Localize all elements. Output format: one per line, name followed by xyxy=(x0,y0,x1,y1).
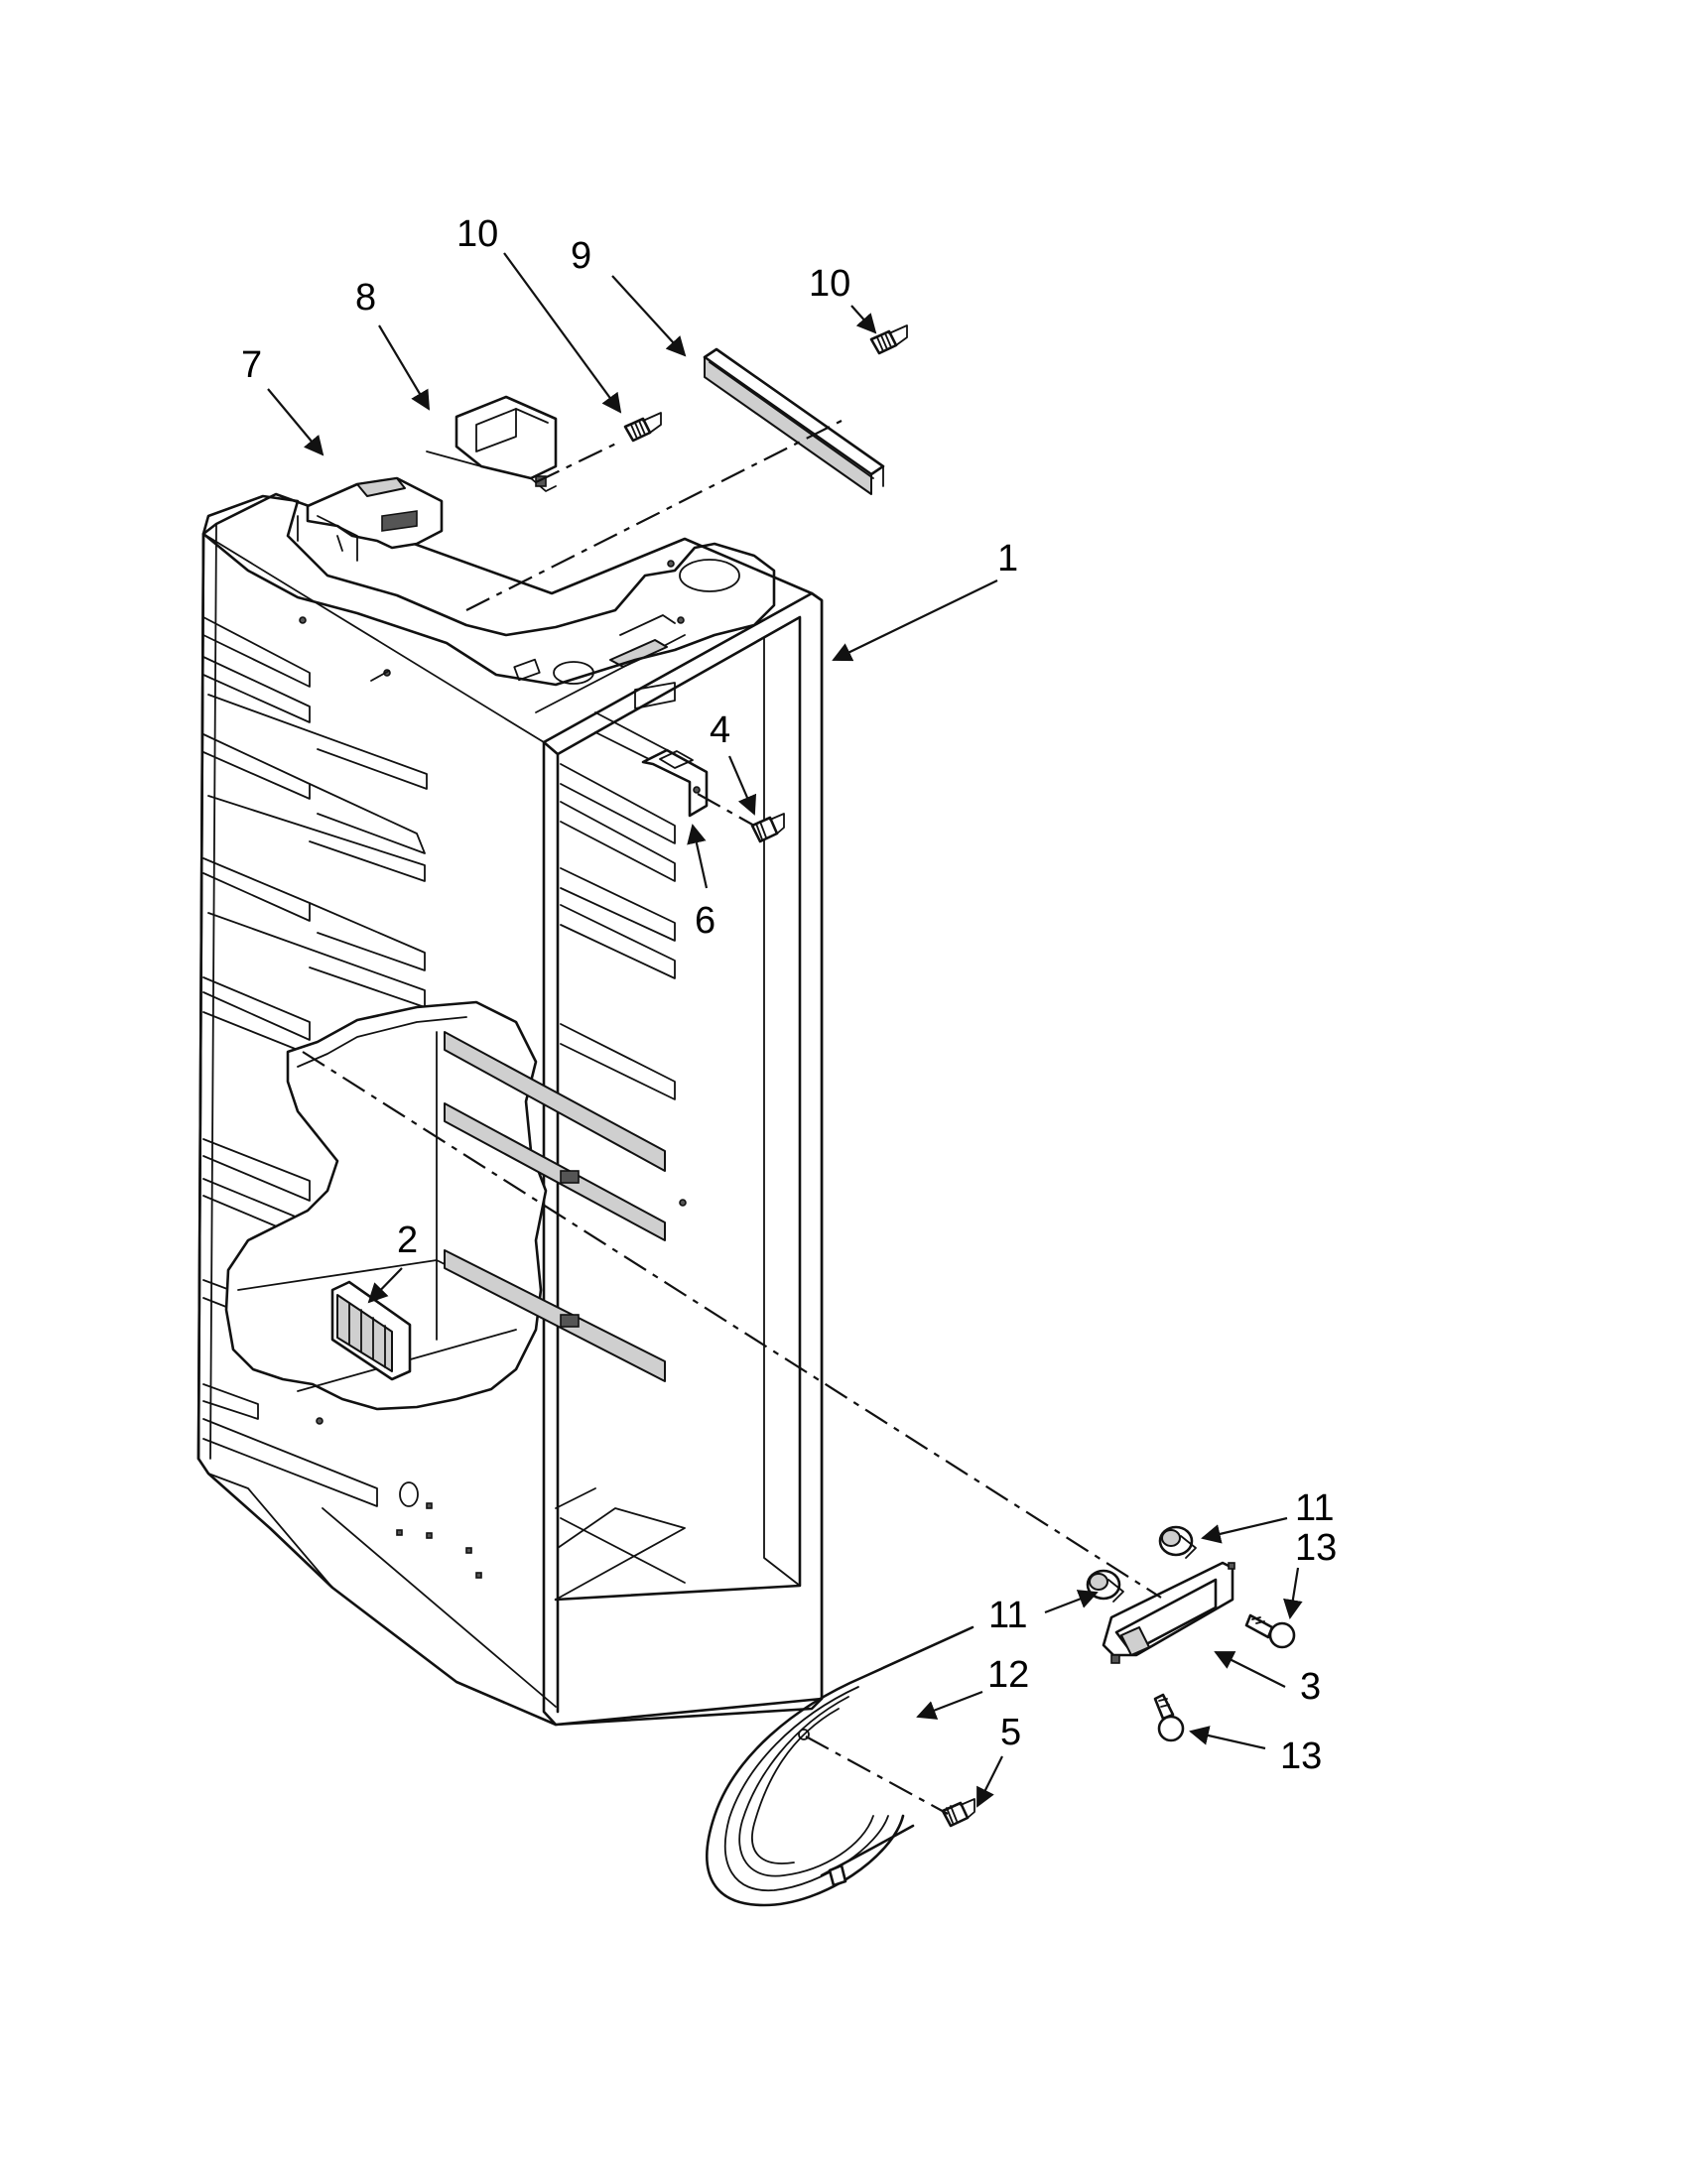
refrigerator-liner xyxy=(196,492,824,1727)
callout-7: 7 xyxy=(241,344,262,386)
callout-9: 9 xyxy=(571,235,591,277)
part-10-screw-a xyxy=(623,412,662,443)
callout-11-b: 11 xyxy=(988,1595,1027,1636)
liner-bottom-details xyxy=(316,1199,687,1708)
callout-12: 12 xyxy=(987,1654,1029,1696)
part-13-pin-upper xyxy=(1244,1613,1296,1649)
part-10-screw-b xyxy=(869,324,908,355)
part-5-screw xyxy=(941,1798,975,1828)
part-7-control-housing xyxy=(297,476,444,562)
interior-rails xyxy=(444,1031,666,1382)
callout-1: 1 xyxy=(997,538,1018,579)
callout-3: 3 xyxy=(1300,1666,1321,1708)
callout-labels: 1 2 3 4 5 6 7 8 9 10 10 11 11 12 13 13 xyxy=(241,213,1337,1777)
callout-8: 8 xyxy=(355,277,376,319)
part-13-pin-lower xyxy=(1153,1693,1185,1742)
part-8-bracket xyxy=(426,395,558,492)
part-3-light-housing xyxy=(1102,1561,1235,1664)
assembly-lines xyxy=(302,420,1162,1815)
leader-lines xyxy=(267,252,1303,1808)
callout-10-a: 10 xyxy=(456,213,498,255)
part-12-wire-harness xyxy=(706,1625,974,1907)
part-2-light-switch xyxy=(330,1280,412,1381)
callout-10-b: 10 xyxy=(809,263,850,305)
part-9-trim-strip xyxy=(703,347,885,495)
callout-6: 6 xyxy=(695,900,715,942)
part-11-cap-lower xyxy=(1086,1569,1124,1603)
part-6-bracket xyxy=(641,748,709,818)
callout-13-a: 13 xyxy=(1295,1527,1337,1569)
callout-13-b: 13 xyxy=(1280,1735,1322,1777)
part-4-screw xyxy=(750,813,785,843)
callout-11-a: 11 xyxy=(1295,1487,1334,1529)
callout-4: 4 xyxy=(710,709,730,751)
callout-2: 2 xyxy=(397,1220,418,1261)
callout-5: 5 xyxy=(1000,1712,1021,1753)
part-11-cap-upper xyxy=(1158,1525,1197,1559)
